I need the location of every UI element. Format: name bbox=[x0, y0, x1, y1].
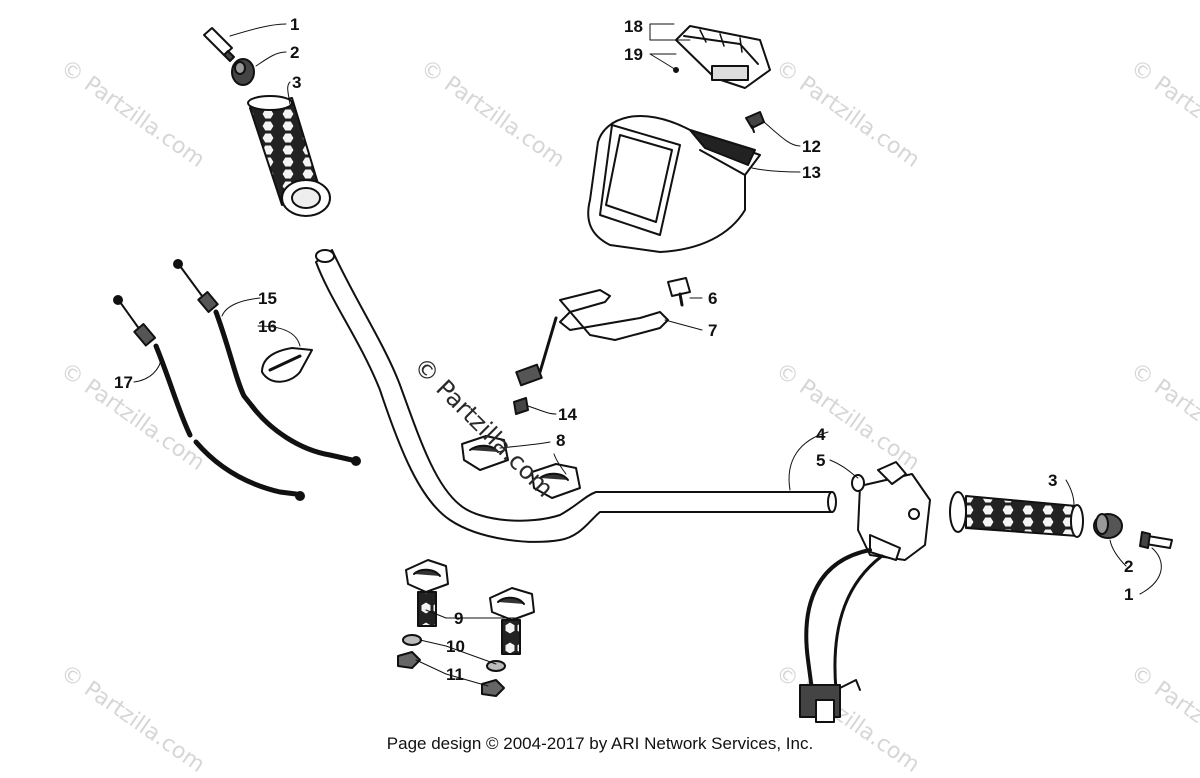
choke-cable bbox=[113, 295, 305, 501]
parts-drawing bbox=[113, 23, 1173, 723]
callout-8: 8 bbox=[556, 431, 566, 450]
callout-6: 6 bbox=[708, 289, 718, 308]
callout-4: 4 bbox=[816, 425, 826, 444]
throttle-cable bbox=[173, 259, 361, 466]
callout-11: 11 bbox=[446, 665, 464, 684]
callout-1: 1 bbox=[290, 15, 300, 34]
callout-3-right: 3 bbox=[1048, 471, 1058, 490]
leader-lines bbox=[133, 23, 1162, 687]
left-end-screw bbox=[203, 27, 235, 62]
left-handgrip bbox=[247, 95, 331, 217]
upper-handlebar-clamp bbox=[531, 463, 581, 499]
callout-15: 15 bbox=[258, 289, 277, 308]
callout-17: 17 bbox=[114, 373, 133, 392]
handlebar-riser bbox=[405, 559, 449, 627]
left-bar-end-cap bbox=[231, 58, 255, 86]
clamp-screw bbox=[513, 397, 529, 415]
callout-14: 14 bbox=[558, 405, 577, 424]
right-bar-end-cap bbox=[1093, 513, 1123, 539]
callout-10: 10 bbox=[446, 637, 465, 656]
right-end-screw bbox=[1139, 531, 1173, 549]
callout-18: 18 bbox=[624, 17, 643, 36]
right-handgrip bbox=[949, 491, 1084, 538]
callout-9: 9 bbox=[454, 609, 464, 628]
cable-clip bbox=[261, 347, 313, 383]
callout-13: 13 bbox=[802, 163, 821, 182]
callout-19: 19 bbox=[624, 45, 643, 64]
callout-2-right: 2 bbox=[1124, 557, 1134, 576]
washer bbox=[402, 634, 506, 672]
handlebar-riser bbox=[489, 587, 535, 655]
callout-3: 3 bbox=[292, 73, 302, 92]
mounting-bracket bbox=[515, 289, 669, 387]
handlebar-switch-housing bbox=[799, 461, 931, 723]
callout-2: 2 bbox=[290, 43, 300, 62]
callout-1-right: 1 bbox=[1124, 585, 1134, 604]
callout-16: 16 bbox=[258, 317, 277, 336]
callout-7: 7 bbox=[708, 321, 718, 340]
nut bbox=[397, 651, 505, 697]
housing-screw bbox=[745, 111, 765, 133]
callout-12: 12 bbox=[802, 137, 821, 156]
callout-5: 5 bbox=[816, 451, 826, 470]
parts-diagram: © Partzilla.com © Partzilla.com © Partzi… bbox=[56, 15, 1200, 778]
upper-handlebar-clamp bbox=[461, 435, 509, 471]
speedometer-gauge bbox=[673, 25, 771, 89]
handlebar bbox=[315, 249, 837, 543]
bracket-bolt bbox=[667, 277, 691, 307]
instrument-pod-housing bbox=[587, 115, 761, 253]
copyright-footer: Page design © 2004-2017 by ARI Network S… bbox=[386, 734, 814, 753]
